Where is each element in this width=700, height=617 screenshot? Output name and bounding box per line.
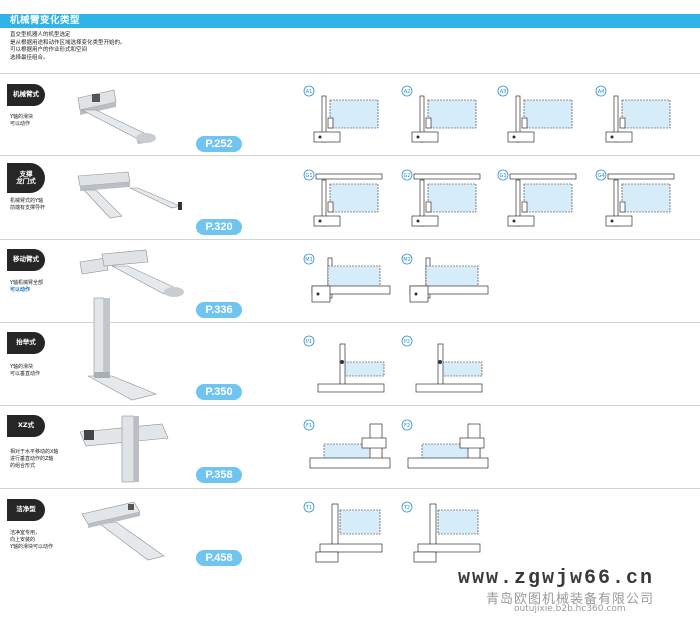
desc-line: Y轴机械臂全部 [10, 280, 44, 286]
watermark-url: www.zgwjw66.cn [458, 567, 655, 590]
schematic-diagram-p2: P2 [400, 334, 492, 410]
type-description: 洁净室专用， 向上安装的 Y轴的滑块可以动作 [10, 530, 74, 550]
page-reference-pill[interactable]: P.252 [196, 136, 242, 152]
page-reference-pill[interactable]: P.458 [196, 550, 242, 566]
page-reference-pill[interactable]: P.350 [196, 384, 242, 400]
schematic-diagram-p1: P1 [302, 334, 394, 410]
intro-line: 直交型机器人的机型选定 [10, 32, 71, 38]
page-reference-pill[interactable]: P.320 [196, 219, 242, 235]
diagram-code-label: G3 [499, 173, 506, 179]
type-badge-arm: 机械臂式 [7, 84, 45, 106]
schematic-diagram-t2: T2 [400, 500, 492, 576]
diagram-code-label: F1 [306, 423, 312, 429]
diagram-code-label: M1 [305, 257, 313, 263]
desc-line: 前端有支撑导杆 [10, 204, 46, 211]
desc-line: Y轴的滑块可以动作 [10, 543, 54, 550]
schematic-diagram-f1: F1 [302, 418, 394, 494]
diagram-code-label: A4 [598, 89, 605, 95]
desc-line: 向上安装的 [10, 536, 36, 543]
robot-image-xz [72, 412, 192, 496]
diagram-code-label: A3 [500, 89, 507, 95]
diagram-code-label: T1 [305, 505, 312, 511]
intro-line: 可以根据用户的作业形式和空间 [10, 47, 88, 53]
diagram-code-label: A2 [404, 89, 411, 95]
desc-line: 可以动作 [10, 120, 31, 127]
diagram-code-label: A1 [306, 89, 313, 95]
type-badge-xz: XZ式 [7, 415, 45, 437]
desc-line: Y轴的滑块 [10, 114, 34, 120]
desc-line: 的组合形式 [10, 462, 36, 469]
robot-image-moving-arm [72, 246, 192, 320]
diagram-code-label: P1 [306, 339, 312, 345]
schematic-diagram-g2: G2 [400, 168, 492, 244]
section-title: 机械臂变化类型 [10, 15, 81, 26]
type-badge-clean: 洁净型 [7, 499, 45, 521]
intro-line: 是从根据用途和动作区域选择变化类型开始的。 [10, 39, 126, 46]
schematic-diagram-m2: M2 [400, 252, 492, 328]
diagram-code-label: P2 [404, 339, 410, 345]
schematic-diagram-a1: A1 [302, 84, 394, 160]
schematic-diagram-g4: G4 [594, 168, 686, 244]
watermark-site: outujixie.b2b.hc360.com [514, 604, 626, 614]
row-separator [0, 488, 700, 489]
watermark-company: 青岛欧图机械装备有限公司 [486, 592, 655, 607]
desc-line: 可以垂直动作 [10, 370, 41, 377]
robot-image-gantry [72, 164, 182, 238]
robot-image-lift [72, 296, 182, 410]
desc-line: 进行垂直动作的Z轴 [10, 455, 54, 462]
schematic-diagram-g1: G1 [302, 168, 394, 244]
type-description: Y轴机械臂全部 可以动作 [10, 280, 74, 294]
type-description: 机械臂式的Y轴 前端有支撑导杆 [10, 198, 74, 212]
type-badge-lift: 抬举式 [7, 332, 45, 354]
type-description: Y轴的滑块 可以垂直动作 [10, 364, 74, 378]
type-badge-moving-arm: 移动臂式 [7, 249, 45, 271]
robot-image-clean [72, 496, 192, 580]
row-separator [0, 239, 700, 240]
page-reference-pill[interactable]: P.336 [196, 302, 242, 318]
diagram-code-label: M2 [403, 257, 411, 263]
desc-line: 相对于水平移动的X轴 [10, 449, 59, 455]
desc-line: 洁净室专用， [10, 530, 41, 536]
schematic-diagram-f2: F2 [400, 418, 492, 494]
schematic-diagram-t1: T1 [302, 500, 394, 576]
desc-line: 可以动作 [10, 286, 31, 293]
row-separator [0, 405, 700, 406]
intro-line: 选择最佳组合。 [10, 54, 49, 61]
desc-line: 机械臂式的Y轴 [10, 198, 44, 204]
type-badge-gantry: 支撑 龙门式 [7, 163, 45, 193]
row-separator [0, 73, 700, 74]
intro-text: 直交型机器人的机型选定 是从根据用途和动作区域选择变化类型开始的。 可以根据用户… [10, 32, 126, 62]
badge-label: 支撑 龙门式 [16, 169, 36, 185]
type-description: 相对于水平移动的X轴 进行垂直动作的Z轴 的组合形式 [10, 449, 74, 469]
row-separator [0, 155, 700, 156]
schematic-diagram-g3: G3 [496, 168, 588, 244]
schematic-diagram-m1: M1 [302, 252, 394, 328]
schematic-diagram-a4: A4 [594, 84, 686, 160]
diagram-code-label: G1 [305, 173, 312, 179]
diagram-code-label: G4 [597, 173, 604, 179]
robot-image-arm [72, 80, 182, 154]
schematic-diagram-a3: A3 [496, 84, 588, 160]
page-reference-pill[interactable]: P.358 [196, 467, 242, 483]
desc-line: Y轴的滑块 [10, 364, 34, 370]
schematic-diagram-a2: A2 [400, 84, 492, 160]
section-header-bar: 机械臂变化类型 [0, 14, 700, 28]
diagram-code-label: F2 [404, 423, 410, 429]
diagram-code-label: G2 [403, 173, 410, 179]
type-description: Y轴的滑块 可以动作 [10, 114, 74, 128]
diagram-code-label: T2 [403, 505, 410, 511]
row-separator [0, 322, 700, 323]
